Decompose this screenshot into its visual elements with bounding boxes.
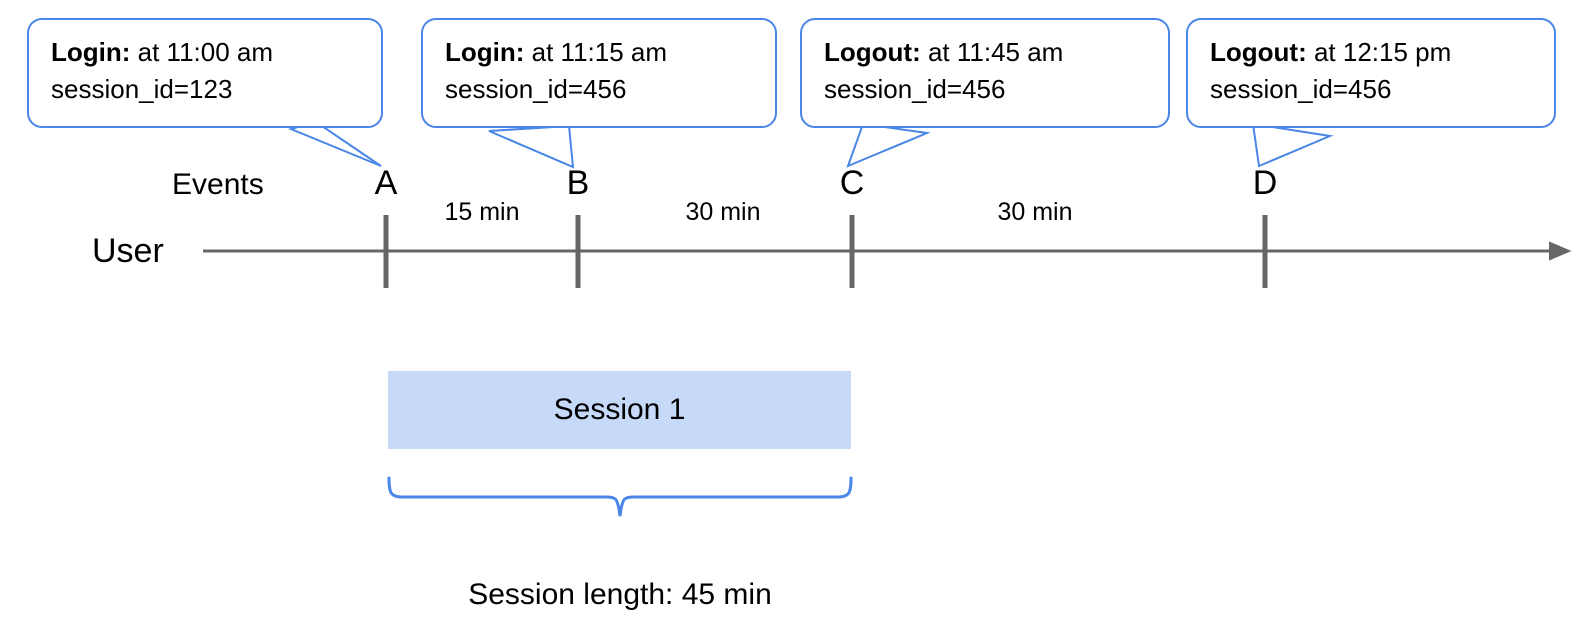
callout-logout-c[interactable]: Logout: at 11:45 am session_id=456: [800, 18, 1170, 128]
user-row-label: User: [92, 232, 164, 270]
session-bar[interactable]: Session 1: [388, 371, 851, 449]
callout-b-kind: Login:: [445, 37, 525, 67]
callout-d-kind: Logout:: [1210, 37, 1307, 67]
session-span-brace: [387, 476, 853, 517]
callout-c-line1: Logout: at 11:45 am: [824, 34, 1152, 71]
callout-c-time: at 11:45 am: [920, 37, 1064, 67]
callout-c-kind: Logout:: [824, 37, 921, 67]
callout-login-a[interactable]: Login: at 11:00 am session_id=123: [27, 18, 383, 128]
event-marker-c[interactable]: C: [839, 164, 865, 202]
event-marker-b[interactable]: B: [566, 164, 590, 202]
gap-label-c-d: 30 min: [997, 198, 1073, 226]
callout-b-time: at 11:15 am: [524, 37, 668, 67]
events-row-label: Events: [172, 168, 264, 201]
gap-label-b-c: 30 min: [685, 198, 761, 226]
callout-a-line2: session_id=123: [51, 74, 233, 105]
event-marker-a[interactable]: A: [374, 164, 398, 202]
callout-login-b[interactable]: Login: at 11:15 am session_id=456: [421, 18, 777, 128]
callout-d-time: at 12:15 pm: [1306, 37, 1452, 67]
callout-a-time: at 11:00 am: [130, 37, 274, 67]
callout-d-line1: Logout: at 12:15 pm: [1210, 34, 1538, 71]
callout-b-line1: Login: at 11:15 am: [445, 34, 759, 71]
session-length-caption: Session length: 45 min: [468, 578, 772, 611]
callout-a-kind: Login:: [51, 37, 131, 67]
callout-c-line2: session_id=456: [824, 74, 1006, 105]
callout-logout-d[interactable]: Logout: at 12:15 pm session_id=456: [1186, 18, 1556, 128]
session-bar-label: Session 1: [553, 393, 686, 426]
callout-a-line1: Login: at 11:00 am: [51, 34, 365, 71]
callout-d-line2: session_id=456: [1210, 74, 1392, 105]
gap-label-a-b: 15 min: [444, 198, 520, 226]
callout-b-line2: session_id=456: [445, 74, 627, 105]
event-marker-d[interactable]: D: [1252, 164, 1278, 202]
